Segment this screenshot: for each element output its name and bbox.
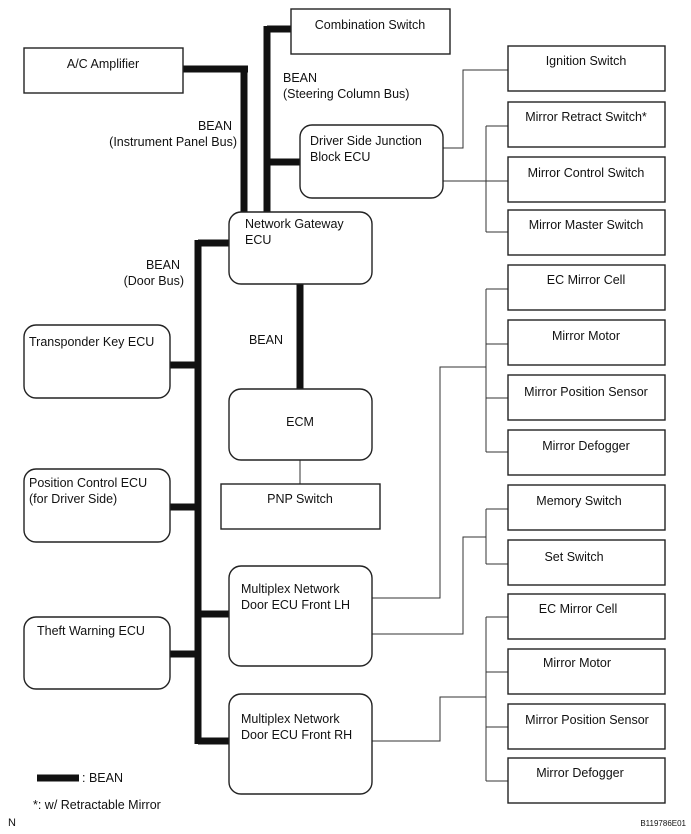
legend: : BEAN *: w/ Retractable Mirror [33, 771, 161, 812]
combination-switch-label: Combination Switch [315, 18, 426, 32]
mirror-position-sensor-rh-box: Mirror Position Sensor [507, 703, 666, 750]
driver-jb-label-line2: Block ECU [310, 150, 370, 164]
ecm-bus-label: BEAN [249, 333, 283, 347]
driver-side-junction-block-ecu-box: Driver Side Junction Block ECU [299, 124, 444, 199]
position-control-label-line1: Position Control ECU [29, 476, 147, 490]
mirror-position-sensor-rh-label: Mirror Position Sensor [525, 713, 649, 727]
ec-mirror-cell-rh-box: EC Mirror Cell [507, 593, 666, 640]
ec-mirror-cell-lh-box: EC Mirror Cell [507, 264, 666, 311]
mirror-defogger-rh-label: Mirror Defogger [536, 766, 624, 780]
instrument-bus-label-line2: (Instrument Panel Bus) [109, 135, 237, 149]
mirror-retract-switch-box: Mirror Retract Switch* [507, 101, 666, 148]
combination-switch-box: Combination Switch [290, 8, 451, 55]
mirror-control-switch-label: Mirror Control Switch [528, 166, 645, 180]
mirror-defogger-lh-label: Mirror Defogger [542, 439, 630, 453]
mirror-motor-rh-box: Mirror Motor [507, 648, 666, 695]
memory-switch-box: Memory Switch [507, 484, 666, 531]
set-switch-box: Set Switch [507, 539, 666, 586]
transponder-key-ecu-box: Transponder Key ECU [23, 324, 171, 399]
steering-bus-label-line1: BEAN [283, 71, 317, 85]
signal-wires [299, 69, 508, 782]
mirror-master-switch-label: Mirror Master Switch [529, 218, 644, 232]
ec-mirror-cell-lh-label: EC Mirror Cell [547, 273, 625, 287]
door-ecu-front-rh-box: Multiplex Network Door ECU Front RH [228, 693, 373, 795]
theft-warning-ecu-box: Theft Warning ECU [23, 616, 171, 690]
mirror-motor-lh-label: Mirror Motor [552, 329, 620, 343]
wire-jb-ignition [443, 69, 508, 149]
wire-rh-mirror [371, 696, 486, 742]
mirror-master-switch-box: Mirror Master Switch [507, 209, 666, 256]
figure-code: B119786E01 [640, 819, 686, 828]
mirror-retract-switch-label: Mirror Retract Switch* [525, 110, 647, 124]
network-gateway-label-line1: Network Gateway [245, 217, 344, 231]
ac-amplifier-box: A/C Amplifier [23, 47, 184, 94]
ec-mirror-cell-rh-label: EC Mirror Cell [539, 602, 617, 616]
pnp-switch-label: PNP Switch [267, 492, 333, 506]
theft-warning-ecu-label: Theft Warning ECU [37, 624, 145, 638]
transponder-key-ecu-label: Transponder Key ECU [29, 335, 154, 349]
wire-lh-memory [371, 536, 486, 635]
corner-mark-left: N [8, 817, 16, 829]
position-control-ecu-box: Position Control ECU (for Driver Side) [23, 468, 171, 543]
network-gateway-label-line2: ECU [245, 233, 271, 247]
driver-jb-label-line1: Driver Side Junction [310, 134, 422, 148]
ecm-box: ECM [228, 388, 373, 461]
mirror-defogger-lh-box: Mirror Defogger [507, 429, 666, 476]
ignition-switch-box: Ignition Switch [507, 45, 666, 92]
door-ecu-lh-label-line1: Multiplex Network [241, 582, 340, 596]
steering-bus-label-line2: (Steering Column Bus) [283, 87, 409, 101]
door-bus-label-line2: (Door Bus) [124, 274, 184, 288]
mirror-defogger-rh-box: Mirror Defogger [507, 757, 666, 804]
door-ecu-rh-label-line2: Door ECU Front RH [241, 728, 352, 742]
mirror-position-sensor-lh-box: Mirror Position Sensor [507, 374, 666, 421]
legend-footnote: *: w/ Retractable Mirror [33, 798, 161, 812]
position-control-label-line2: (for Driver Side) [29, 492, 117, 506]
mirror-motor-rh-label: Mirror Motor [543, 656, 611, 670]
set-switch-label: Set Switch [544, 550, 603, 564]
ac-amplifier-label: A/C Amplifier [67, 57, 139, 71]
pnp-switch-box: PNP Switch [220, 483, 381, 530]
network-gateway-ecu-box: Network Gateway ECU [228, 211, 373, 285]
mirror-position-sensor-lh-label: Mirror Position Sensor [524, 385, 648, 399]
door-ecu-rh-label-line1: Multiplex Network [241, 712, 340, 726]
door-ecu-lh-label-line2: Door ECU Front LH [241, 598, 350, 612]
legend-bean-label: : BEAN [82, 771, 123, 785]
mirror-control-switch-box: Mirror Control Switch [507, 156, 666, 203]
memory-switch-label: Memory Switch [536, 494, 621, 508]
ecm-label: ECM [286, 415, 314, 429]
bean-bus-lines [170, 25, 304, 745]
instrument-bus-label-line1: BEAN [198, 119, 232, 133]
door-bus-label-line1: BEAN [146, 258, 180, 272]
wire-lh-mirror [371, 366, 486, 599]
door-ecu-front-lh-box: Multiplex Network Door ECU Front LH [228, 565, 373, 667]
ignition-switch-label: Ignition Switch [546, 54, 627, 68]
mirror-motor-lh-box: Mirror Motor [507, 319, 666, 366]
